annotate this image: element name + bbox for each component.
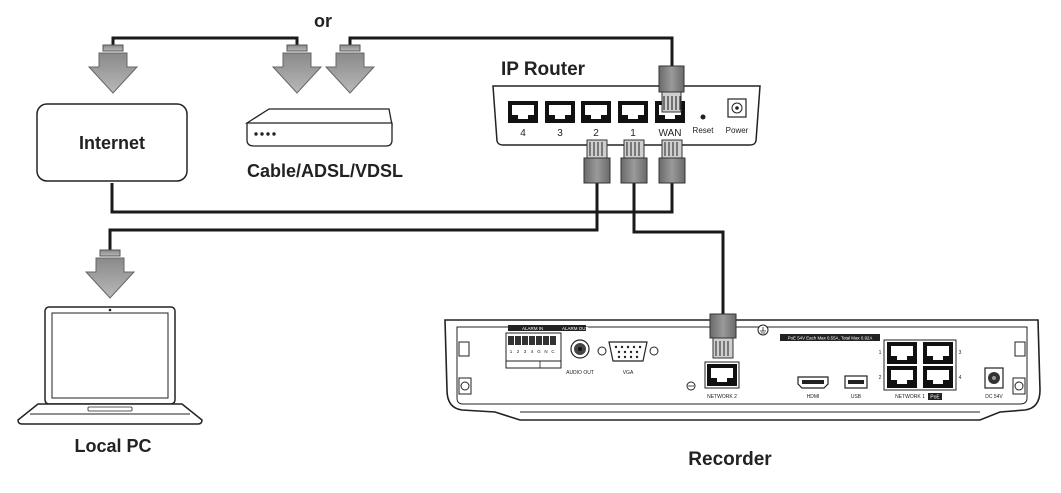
modem-label: Cable/ADSL/VDSL <box>247 161 403 181</box>
network2-label: NETWORK 2 <box>707 394 737 400</box>
router-port-2-icon <box>581 101 611 123</box>
arrow-to-modem-left-icon <box>272 44 322 94</box>
ip-router-label: IP Router <box>501 59 586 80</box>
alarm-pin-label: 3 <box>524 349 527 354</box>
dc-power-jack-icon <box>984 367 1004 389</box>
poe-badge <box>928 393 942 400</box>
router-port-label: 4 <box>520 128 526 139</box>
pc-cable <box>108 183 599 250</box>
dc-label: DC 54V <box>985 394 1003 400</box>
router-port-1-icon <box>618 101 648 123</box>
poe-port-4-icon <box>923 366 953 388</box>
alarm-pin-label: 2 <box>517 349 520 354</box>
router-port-4-icon <box>508 101 538 123</box>
poe-port-number: 3 <box>959 350 962 356</box>
poe-spec-label: PoE 54V Each Max 0.55A, Total Max 0.92A <box>788 336 873 341</box>
modem-icon <box>244 108 393 147</box>
port2-plug-icon <box>583 139 611 184</box>
internet-cable <box>110 183 674 214</box>
alarm-terminal-block: ALARM IN ALARM OUT 1 2 3 4 G N C <box>505 325 589 369</box>
hdmi-label: HDMI <box>807 394 820 400</box>
ground-icon <box>757 324 769 336</box>
audio-out-label: AUDIO OUT <box>566 370 594 376</box>
power-label: Power <box>726 126 749 135</box>
alarm-pin-label: 4 <box>531 349 534 354</box>
ip-router: 4 3 2 1 WAN Reset Power <box>492 85 761 146</box>
router-port-3-icon <box>545 101 575 123</box>
internet-box <box>36 103 188 182</box>
router-port-label: WAN <box>659 128 682 139</box>
vga-label: VGA <box>623 370 634 376</box>
alarm-pin-label: N <box>544 349 547 354</box>
screw-icon <box>686 381 696 391</box>
usb-port-icon <box>844 375 868 389</box>
port1-plug-icon <box>620 139 648 184</box>
wan-plug-icon <box>658 65 685 113</box>
right-bracket-icon <box>1012 341 1026 395</box>
recorder-cable <box>632 183 725 316</box>
poe-port-3-icon <box>923 342 953 364</box>
alarm-in-label: ALARM IN <box>522 326 543 331</box>
router-port-label: 1 <box>630 128 636 139</box>
reset-label: Reset <box>693 126 715 135</box>
arrow-to-modem-right-icon <box>325 44 375 94</box>
poe-port-number: 1 <box>879 350 882 356</box>
poe-badge-label: PoE <box>930 395 940 401</box>
arrow-to-local-pc-icon <box>85 249 135 299</box>
recorder-plug-icon <box>709 313 737 359</box>
network1-label: NETWORK 1 <box>895 394 925 400</box>
wan-out-plug-icon <box>658 139 686 184</box>
arrow-to-internet-icon <box>88 44 138 94</box>
reset-button-icon <box>700 114 706 120</box>
alarm-pin-label: G <box>537 349 541 354</box>
poe-port-number: 4 <box>959 375 962 381</box>
alarm-out-label: ALARM OUT <box>562 326 589 331</box>
left-bracket-icon <box>458 341 472 395</box>
laptop-icon <box>17 306 203 425</box>
poe-port-1-icon <box>887 342 917 364</box>
router-port-label: 3 <box>557 128 563 139</box>
poe-spec-banner <box>780 334 880 341</box>
network2-port-icon <box>707 364 737 386</box>
router-port-label: 2 <box>593 128 599 139</box>
usb-label: USB <box>851 394 862 400</box>
alarm-pin-label: 1 <box>510 349 513 354</box>
recorder-rear-panel: ALARM IN ALARM OUT 1 2 3 4 G N C <box>444 319 1041 421</box>
vga-port-icon <box>597 341 659 362</box>
poe-port-number: 2 <box>879 375 882 381</box>
alarm-pin-label: C <box>551 349 555 354</box>
or-label: or <box>314 11 332 31</box>
top-cable <box>111 36 299 45</box>
audio-out-jack-icon <box>570 339 590 359</box>
internet-label: Internet <box>79 133 145 153</box>
wan-cable <box>348 36 674 70</box>
poe-port-2-icon <box>887 366 917 388</box>
recorder-label: Recorder <box>688 449 772 470</box>
local-pc-label: Local PC <box>74 436 151 456</box>
hdmi-port-icon <box>797 376 829 389</box>
